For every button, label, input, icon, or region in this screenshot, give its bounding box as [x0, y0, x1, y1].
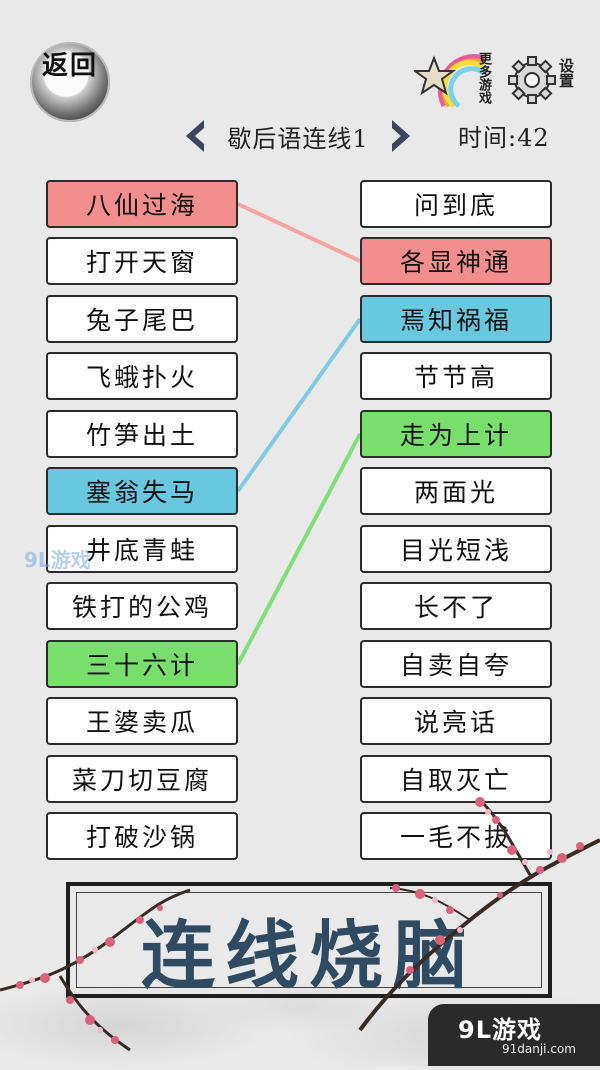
- watermark-main: 9L游戏: [458, 1016, 542, 1044]
- left-card-12[interactable]: 打破沙锅: [46, 812, 238, 860]
- left-card-label: 打开天窗: [85, 248, 198, 277]
- settings-label: 设置: [557, 58, 575, 88]
- more-games-button[interactable]: 更多游戏: [411, 48, 496, 112]
- left-card-label: 兔子尾巴: [85, 306, 198, 335]
- right-card-4[interactable]: 节节高: [360, 352, 552, 400]
- right-card-3[interactable]: 焉知祸福: [360, 295, 552, 343]
- left-card-6[interactable]: 塞翁失马: [46, 467, 238, 515]
- right-card-label: 目光短浅: [399, 536, 512, 565]
- level-title: 歇后语连线1: [227, 124, 369, 153]
- right-card-label: 走为上计: [399, 421, 512, 450]
- more-games-label: 更多游戏: [476, 52, 491, 104]
- right-card-label: 两面光: [413, 478, 498, 507]
- back-button-label: 返回: [42, 51, 99, 81]
- gear-icon: [508, 56, 556, 104]
- left-card-label: 井底青蛙: [85, 536, 198, 565]
- site-watermark: 9L游戏 91danji.com: [428, 1004, 600, 1066]
- right-card-2[interactable]: 各显神通: [360, 237, 552, 285]
- left-card-label: 菜刀切豆腐: [71, 766, 212, 795]
- left-card-label: 塞翁失马: [85, 478, 198, 507]
- left-card-1[interactable]: 八仙过海: [46, 180, 238, 228]
- right-card-9[interactable]: 自卖自夸: [360, 640, 552, 688]
- right-card-label: 一毛不拔: [399, 823, 512, 852]
- left-card-label: 王婆卖瓜: [85, 708, 198, 737]
- timer: 时间:42: [458, 124, 550, 152]
- left-card-label: 竹笋出土: [85, 421, 198, 450]
- left-card-2[interactable]: 打开天窗: [46, 237, 238, 285]
- right-card-11[interactable]: 自取灭亡: [360, 755, 552, 803]
- arrow-right-icon[interactable]: [392, 120, 410, 152]
- center-watermark: 9L游戏: [24, 548, 91, 572]
- right-card-label: 节节高: [413, 363, 498, 392]
- left-card-label: 打破沙锅: [85, 823, 198, 852]
- right-card-5[interactable]: 走为上计: [360, 410, 552, 458]
- right-card-7[interactable]: 目光短浅: [360, 525, 552, 573]
- left-card-7[interactable]: 井底青蛙: [46, 525, 238, 573]
- left-card-10[interactable]: 王婆卖瓜: [46, 697, 238, 745]
- brand-title: 连线烧脑: [141, 913, 477, 999]
- star-rainbow-icon: [411, 54, 486, 108]
- left-card-3[interactable]: 兔子尾巴: [46, 295, 238, 343]
- left-card-5[interactable]: 竹笋出土: [46, 410, 238, 458]
- left-card-11[interactable]: 菜刀切豆腐: [46, 755, 238, 803]
- right-card-10[interactable]: 说亮话: [360, 697, 552, 745]
- connection-line-green: [236, 433, 362, 665]
- connection-line-blue: [236, 317, 362, 493]
- right-card-label: 自卖自夸: [399, 651, 512, 680]
- right-card-label: 长不了: [413, 593, 498, 622]
- left-card-label: 三十六计: [85, 651, 198, 680]
- right-card-label: 问到底: [413, 191, 498, 220]
- right-card-6[interactable]: 两面光: [360, 467, 552, 515]
- right-card-label: 说亮话: [413, 708, 498, 737]
- level-selector: 歇后语连线1: [186, 116, 410, 156]
- watermark-sub: 91danji.com: [502, 1042, 576, 1056]
- right-card-label: 焉知祸福: [399, 306, 512, 335]
- left-card-label: 飞蛾扑火: [85, 363, 198, 392]
- right-card-label: 各显神通: [399, 248, 512, 277]
- right-card-1[interactable]: 问到底: [360, 180, 552, 228]
- left-card-label: 八仙过海: [85, 191, 198, 220]
- left-card-label: 铁打的公鸡: [71, 593, 212, 622]
- connection-line-red: [237, 202, 361, 263]
- left-card-4[interactable]: 飞蛾扑火: [46, 352, 238, 400]
- left-card-9[interactable]: 三十六计: [46, 640, 238, 688]
- left-card-8[interactable]: 铁打的公鸡: [46, 582, 238, 630]
- right-card-8[interactable]: 长不了: [360, 582, 552, 630]
- arrow-left-icon[interactable]: [186, 120, 204, 152]
- right-card-12[interactable]: 一毛不拔: [360, 812, 552, 860]
- settings-button[interactable]: 设置: [508, 48, 582, 112]
- back-button[interactable]: 返回: [30, 42, 110, 122]
- right-card-label: 自取灭亡: [399, 766, 512, 795]
